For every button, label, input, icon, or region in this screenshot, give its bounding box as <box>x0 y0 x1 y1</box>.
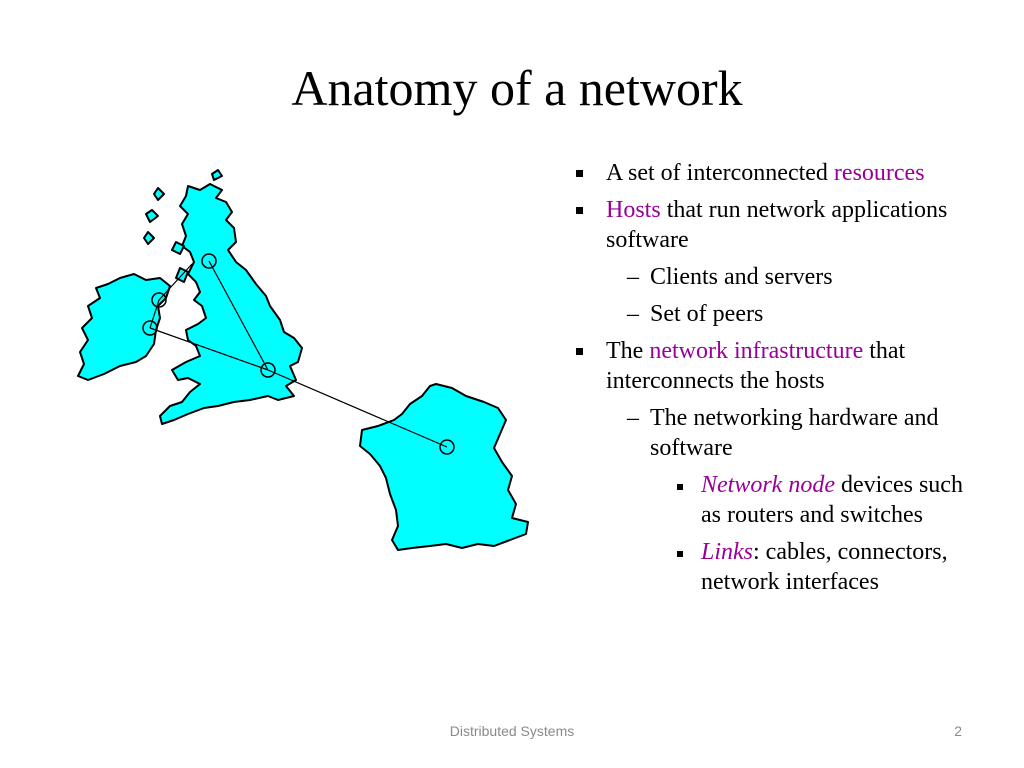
emphasis-term: Links <box>701 539 754 565</box>
network-node-london <box>260 362 276 378</box>
bullet-item: A set of interconnected resources <box>574 158 974 188</box>
sub-sub-bullet-text: devices such as routers and switches <box>701 472 963 528</box>
bullet-item: Hosts that run network applications soft… <box>574 195 974 255</box>
sub-sub-bullet-text: : cables, connectors, network interfaces <box>701 539 948 595</box>
dash-bullet-icon: – <box>627 264 639 290</box>
sub-bullet-text: The networking hardware and software <box>650 405 939 461</box>
great-britain-shape <box>143 169 303 425</box>
slide-title: Anatomy of a network <box>291 60 743 116</box>
emphasis-term: Network node <box>701 472 835 498</box>
bullet-list: A set of interconnected resources Hosts … <box>574 158 974 604</box>
square-bullet-icon <box>677 551 683 557</box>
network-node-paris <box>439 439 455 455</box>
highlight-term: Hosts <box>606 197 661 223</box>
network-node-belfast <box>151 292 167 308</box>
highlight-term: network infrastructure <box>649 338 864 364</box>
network-node-dublin <box>142 320 158 336</box>
network-map <box>77 169 529 551</box>
sub-bullet-item: – Clients and servers <box>574 262 974 292</box>
sub-bullet-item: – Set of peers <box>574 299 974 329</box>
footer-title: Distributed Systems <box>449 723 575 739</box>
sub-bullet-text: Set of peers <box>650 301 764 327</box>
sub-sub-bullet-item: Links: cables, connectors, network inter… <box>574 537 974 597</box>
dash-bullet-icon: – <box>627 405 639 431</box>
bullet-text: that interconnects the hosts <box>606 338 906 394</box>
network-links <box>149 260 448 448</box>
sub-bullet-text: Clients and servers <box>650 264 833 290</box>
sub-bullet-item: – The networking hardware and software <box>574 403 974 463</box>
france-shape <box>359 383 529 551</box>
bullet-text: The <box>606 338 650 364</box>
network-nodes <box>142 253 455 455</box>
square-bullet-icon <box>677 484 683 490</box>
square-bullet-icon <box>576 170 583 177</box>
square-bullet-icon <box>576 207 583 214</box>
bullet-item: The network infrastructure that intercon… <box>574 336 974 396</box>
network-node-scotland <box>201 253 217 269</box>
dash-bullet-icon: – <box>627 301 639 327</box>
sub-sub-bullet-item: Network node devices such as routers and… <box>574 470 974 530</box>
square-bullet-icon <box>576 348 583 355</box>
page-number: 2 <box>954 723 962 739</box>
highlight-term: resources <box>833 160 925 186</box>
bullet-text: A set of interconnected <box>606 160 834 186</box>
bullet-text: that run network applications software <box>606 197 948 253</box>
